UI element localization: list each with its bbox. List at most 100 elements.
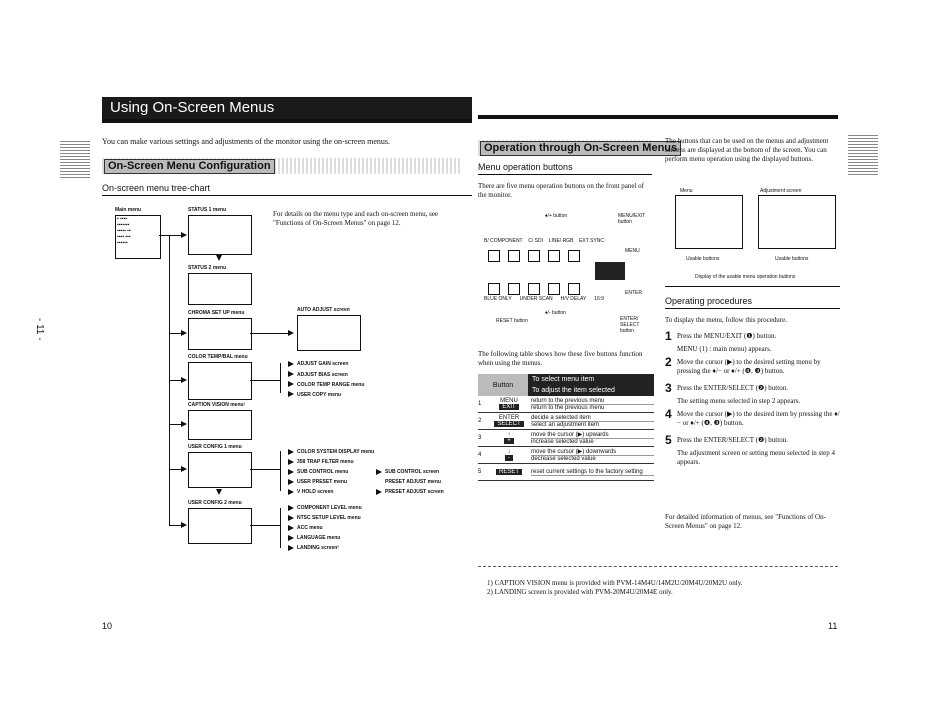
menu-ops-intro: There are five menu operation buttons on… <box>478 182 644 199</box>
panel-bottom-label-4: 16:9 <box>594 296 604 302</box>
row-adjust-action: select an adjustment item <box>531 421 600 428</box>
panel-button-blue-only[interactable] <box>488 283 500 295</box>
panel-button-169[interactable] <box>548 283 560 295</box>
row-select-action: reset current settings to the factory se… <box>531 469 654 476</box>
panel-button-rgb[interactable] <box>528 250 540 262</box>
step-sub: The adjustment screen or setting menu se… <box>677 449 836 466</box>
row-select-action: decide a selected item <box>531 415 654 422</box>
left-section-title: On-Screen Menu Configuration <box>104 159 275 174</box>
step-sub: The setting menu selected in step 2 appe… <box>677 397 801 405</box>
right-page-number: 11 <box>828 621 838 631</box>
step-item: 5 Press the ENTER/SELECT (❷) button. The a… <box>665 433 840 467</box>
row-adjust-action: return to the previous menu <box>531 404 605 411</box>
row-select-action: move the cursor (▶) upwards <box>531 431 654 439</box>
footnote-2: 2) LANDING screen is provided with PVM-2… <box>487 588 673 596</box>
v-hold-item: V HOLD screen <box>297 489 334 495</box>
panel-button-sync[interactable] <box>548 250 560 262</box>
step-number: 2 <box>665 355 672 369</box>
usable-buttons-2: Usable buttons <box>775 256 809 262</box>
down-button-label: ♦/- button <box>545 310 566 316</box>
adjustment-screen-box <box>758 195 836 249</box>
up-button-label: ♦/+ button <box>545 213 568 219</box>
user-config2-box <box>188 508 252 544</box>
panel-button-enter[interactable] <box>568 283 580 295</box>
chroma-box <box>188 318 252 350</box>
right-section-title: Operation through On-Screen Menus <box>480 141 682 156</box>
step-number: 5 <box>665 433 672 447</box>
enter-select-label: ENTER/ SELECT button <box>620 316 640 334</box>
row-key: EXIT <box>499 404 519 410</box>
color-temp-box <box>188 362 252 400</box>
panel-bottom-label-1: BLUE ONLY <box>484 296 512 302</box>
row-adjust-action: increase selected value <box>531 439 594 445</box>
panel-button-sdi[interactable] <box>508 250 520 262</box>
row-number: 2 <box>478 418 482 424</box>
step-sub: MENU (1) : main menu) appears. <box>677 345 772 353</box>
col-button-header: Button <box>492 381 514 389</box>
color-temp-label: COLOR TEMP/BAL menu <box>188 354 248 360</box>
row-key: + <box>504 438 514 444</box>
user-config1-box <box>188 452 252 488</box>
row-key: SELECT <box>494 421 524 427</box>
row-select-action: move the cursor (▶) downwards <box>531 448 654 456</box>
panel-bottom-label-3: H/V DELAY <box>560 296 587 302</box>
step-text: Press the ENTER/SELECT (❷) button. <box>677 436 788 444</box>
color-system-item: COLOR SYSTEM DISPLAY menu <box>297 449 375 455</box>
panel-button-hv-delay[interactable] <box>528 283 540 295</box>
table-row: 5 RESET reset current settings to the fact… <box>478 464 654 481</box>
more-info: For detailed information of menus, see "… <box>665 513 826 530</box>
step-number: 1 <box>665 329 672 343</box>
col-adjust-header: To adjust the item selected <box>532 387 615 394</box>
row-label: ↓ <box>507 449 511 455</box>
row-label: ↑ <box>507 432 511 438</box>
title-rule-left <box>102 119 472 123</box>
menu-key-label: MENU <box>625 248 640 254</box>
col-select-header: To select menu item <box>532 376 595 383</box>
adjust-bias-item: ADJUST BIAS screen <box>297 372 348 378</box>
row-number: 5 <box>478 469 482 475</box>
landing-item: LANDING screen² <box>297 545 339 551</box>
panel-button-menu[interactable] <box>568 250 580 262</box>
side-page-marker: - 11 - <box>34 318 45 341</box>
status1-box <box>188 215 252 255</box>
user-config1-label: USER CONFIG 1 menu <box>188 444 242 450</box>
tree-note: For details on the menu type and each on… <box>273 210 439 227</box>
row-label: ENTER <box>498 415 520 421</box>
sub-control-item: SUB CONTROL menu <box>297 469 349 475</box>
color-temp-range-item: COLOR TEMP RANGE menu <box>297 382 365 388</box>
menu-block <box>595 262 625 280</box>
row-key: RESET <box>495 469 522 475</box>
user-preset-item: USER PRESET menu <box>297 479 348 485</box>
panel-top-label-4: EXT SYNC <box>579 238 604 244</box>
row-label: MENU <box>500 398 518 404</box>
preset-adjust-screen-item: PRESET ADJUST screen <box>385 489 444 495</box>
footnote-1: 1) CAPTION VISION menu is provided with … <box>487 579 743 587</box>
panel-button-underscan[interactable] <box>508 283 520 295</box>
preset-adjust-menu-item: PRESET ADJUST menu <box>385 479 441 485</box>
right-thumb-tab <box>848 133 878 175</box>
main-menu-label: Main menu <box>115 207 142 213</box>
left-thumb-tab <box>60 140 90 178</box>
row-adjust-action: decrease selected value <box>531 456 596 462</box>
page-title: Using On-Screen Menus <box>102 97 472 119</box>
display-caption: Display of the usable menu operation but… <box>695 274 796 280</box>
auto-adjust-label: AUTO ADJUST screen <box>297 307 350 313</box>
caption-label: CAPTION VISION menu¹ <box>188 402 246 408</box>
auto-adjust-box <box>297 315 361 351</box>
row-number: 1 <box>478 401 482 407</box>
menu-ops-heading: Menu operation buttons <box>478 162 573 172</box>
user-copy-item: USER COPY menu <box>297 392 342 398</box>
reset-button-label: RESET button <box>496 318 528 324</box>
step-text: Press the ENTER/SELECT (❷) button. <box>677 384 788 392</box>
row-number: 3 <box>478 435 482 441</box>
panel-button-component[interactable] <box>488 250 500 262</box>
row-select-action: return to the previous menu <box>531 398 654 405</box>
adjustment-screen-label: Adjustment screen <box>760 188 802 194</box>
usable-buttons-1: Usable buttons <box>686 256 720 262</box>
panel-top-label-2: C/ SDI <box>528 238 544 244</box>
step-number: 4 <box>665 407 672 421</box>
caption-box <box>188 410 252 440</box>
